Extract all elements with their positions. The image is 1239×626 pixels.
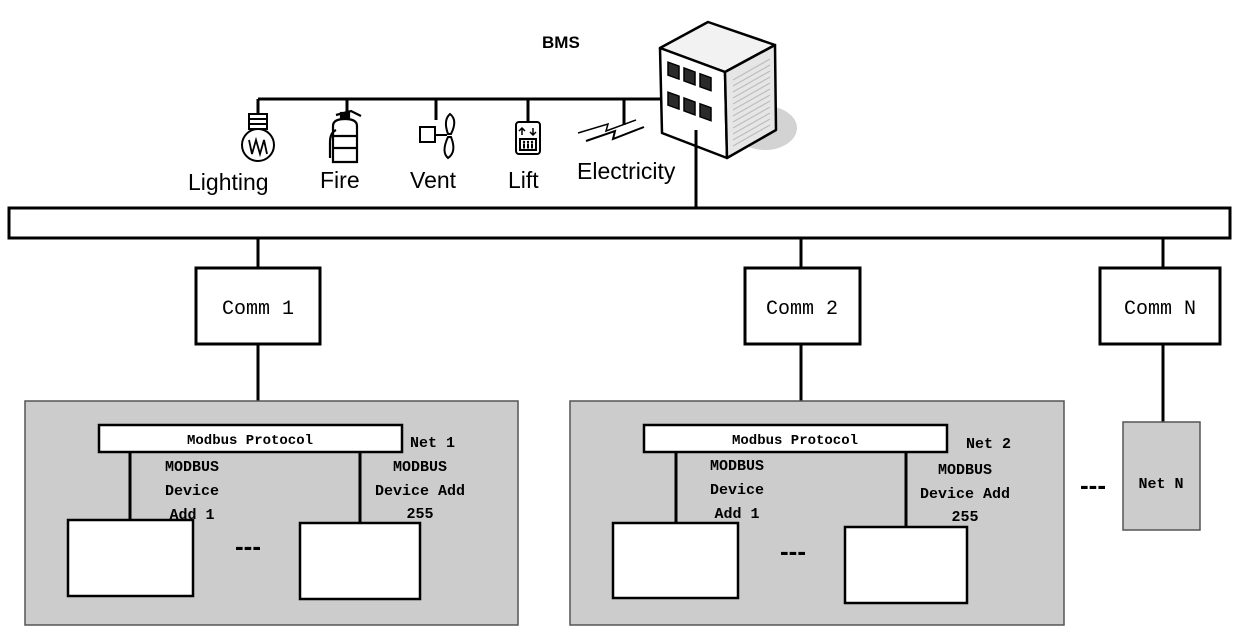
protocol-label-1: Modbus Protocol [187, 433, 313, 449]
device-box-left-1 [66, 518, 195, 598]
building-icon [658, 20, 778, 160]
comm-box-1: Comm 1 [194, 266, 322, 346]
modbus-protocol-bar-1 [97, 423, 404, 454]
device-right-line-1: MODBUS [393, 459, 447, 476]
network-panel-2: Modbus Protocol Net 2 MODBUS Device Add … [569, 400, 1065, 626]
comm-box-n: Comm N [1098, 266, 1222, 346]
main-bus [7, 206, 1232, 240]
protocol-label-2: Modbus Protocol [732, 433, 858, 449]
device-right-line-3: 255 [951, 509, 978, 526]
bms-title: BMS [542, 33, 580, 52]
device-right-line-3: 255 [406, 506, 433, 523]
ellipsis-1: --- [235, 531, 261, 561]
icon-label-lighting: Lighting [188, 169, 269, 195]
elevator-icon [515, 121, 541, 155]
icon-label-vent: Vent [410, 167, 457, 193]
device-right-line-1: MODBUS [938, 462, 992, 479]
ellipsis-2: --- [780, 536, 806, 566]
icon-label-fire: Fire [320, 167, 360, 193]
device-right-line-2: Device Add [375, 483, 465, 500]
net-n-box: Net N [1122, 421, 1201, 531]
fire-extinguisher-icon [328, 109, 362, 164]
icon-label-lift: Lift [508, 167, 539, 193]
ellipsis-net-n: --- [1080, 470, 1106, 500]
device-box-left-2 [611, 521, 740, 600]
net-n-label: Net N [1138, 476, 1183, 493]
device-left-line-2: Device [165, 483, 219, 500]
light-bulb-icon [241, 113, 275, 162]
net-label-2: Net 2 [966, 436, 1011, 453]
comm-label-n: Comm N [1124, 298, 1196, 321]
comm-label-2: Comm 2 [766, 298, 838, 321]
lightning-icon [577, 119, 645, 142]
device-left-line-2: Device [710, 482, 764, 499]
device-left-line-3: Add 1 [714, 506, 759, 523]
comm-label-1: Comm 1 [222, 298, 294, 321]
fan-icon [419, 112, 456, 160]
modbus-protocol-bar-2 [642, 423, 949, 454]
comm-box-2: Comm 2 [743, 266, 862, 346]
device-box-right-1 [298, 521, 422, 601]
device-right-line-2: Device Add [920, 486, 1010, 503]
icon-label-electricity: Electricity [577, 158, 676, 184]
device-box-right-2 [843, 525, 969, 605]
network-panel-1: Modbus Protocol Net 1 MODBUS Device Add … [24, 400, 519, 626]
device-left-line-1: MODBUS [710, 458, 764, 475]
device-left-line-1: MODBUS [165, 459, 219, 476]
net-label-1: Net 1 [410, 435, 455, 452]
